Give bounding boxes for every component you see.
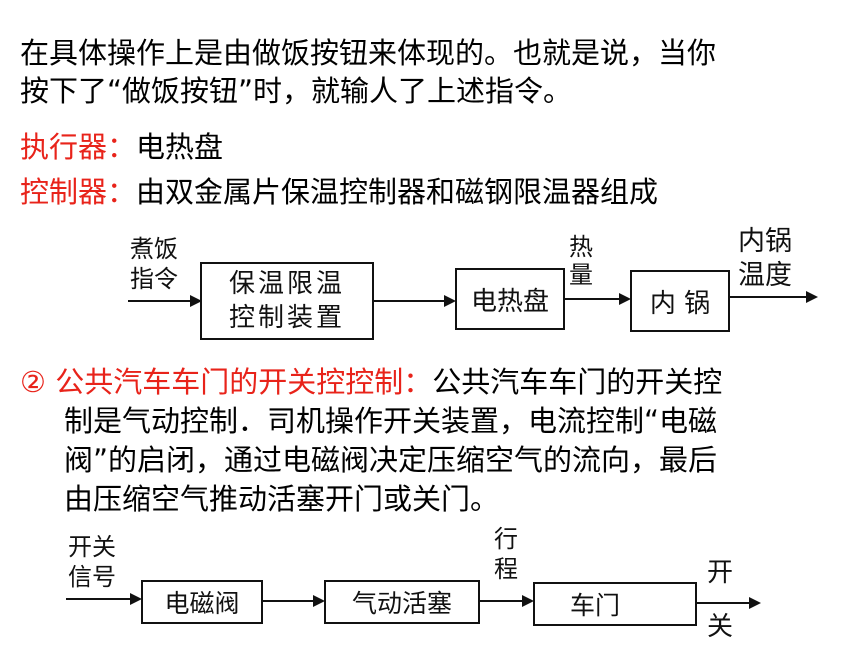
diagram2-output-label-2: 关: [707, 612, 734, 642]
diagram1-box-heater-label: 电热盘: [470, 286, 549, 317]
diagram1-input-arrow: [128, 295, 202, 307]
diagram2-arrow-2: [263, 595, 325, 607]
diagram2-box-piston-label: 气动活塞: [351, 589, 452, 618]
controller-line: 控制器：由双金属片保温控制器和磁钢限温器组成: [20, 173, 658, 211]
executor-line: 执行器：电热盘: [20, 128, 223, 166]
diagram1-box-controller-line2: 控制装置: [228, 303, 345, 333]
diagram1-box-controller: 保温限温 控制装置: [200, 262, 374, 340]
diagram2-output-label-1: 开: [707, 558, 734, 588]
diagram2-input-label-2: 信号: [68, 563, 116, 591]
diagram2-box-piston: 气动活塞: [324, 580, 480, 624]
diagram2-box-door-label: 车门: [569, 591, 620, 620]
diagram2-output-arrow: [697, 597, 761, 609]
diagram1-output-label-1: 内锅: [738, 226, 792, 257]
section2-line-3: 阀”的启闭，通过电磁阀决定压缩空气的流向，最后: [64, 443, 718, 477]
diagram2-box-valve: 电磁阀: [141, 580, 263, 624]
section2-line-1: ② 公共汽车车门的开关控控制：公共汽车车门的开关控: [20, 363, 722, 401]
diagram2-input-label-1: 开关: [68, 533, 116, 561]
controller-label: 控制器：: [20, 175, 137, 209]
diagram1-box-heater: 电热盘: [455, 268, 565, 330]
diagram2-mid-label-1: 行: [494, 525, 518, 553]
diagram2-mid-label-2: 程: [494, 555, 518, 583]
diagram1-output-arrow: [730, 291, 818, 303]
paragraph-line-2: 按下了“做饭按钮”时，就输人了上述指令。: [20, 74, 573, 108]
diagram1-input-label-2: 指令: [130, 265, 178, 293]
section2-line-2: 制是气动控制．司机操作开关装置，电流控制“电磁: [64, 404, 718, 438]
diagram1-box-controller-line1: 保温限温: [228, 269, 345, 299]
diagram1-mid-label-1: 热: [569, 233, 593, 261]
paragraph-line-1: 在具体操作上是由做饭按钮来体现的。也就是说，当你: [20, 36, 717, 70]
diagram1-arrow-3: [565, 293, 631, 305]
diagram2-input-arrow: [66, 593, 142, 605]
executor-label: 执行器：: [20, 130, 137, 164]
diagram1-box-pot-label: 内 锅: [649, 288, 711, 319]
diagram1-mid-label-2: 量: [569, 261, 593, 289]
diagram1-arrow-2: [374, 295, 456, 307]
executor-value: 电热盘: [136, 130, 224, 164]
diagram2-box-valve-label: 电磁阀: [164, 589, 240, 618]
diagram1-output-label-2: 温度: [738, 260, 792, 291]
controller-value: 由双金属片保温控制器和磁钢限温器组成: [136, 175, 659, 209]
diagram1-input-label-1: 煮饭: [130, 235, 178, 263]
diagram2-arrow-3: [480, 595, 534, 607]
section2-line-4: 由压缩空气推动活塞开门或关门。: [64, 482, 500, 516]
section2-heading: ② 公共汽车车门的开关控控制：: [20, 365, 433, 399]
diagram1-box-pot: 内 锅: [630, 270, 730, 332]
section2-line1-rest: 公共汽车车门的开关控: [432, 365, 723, 399]
diagram2-box-door: 车门: [533, 582, 697, 626]
